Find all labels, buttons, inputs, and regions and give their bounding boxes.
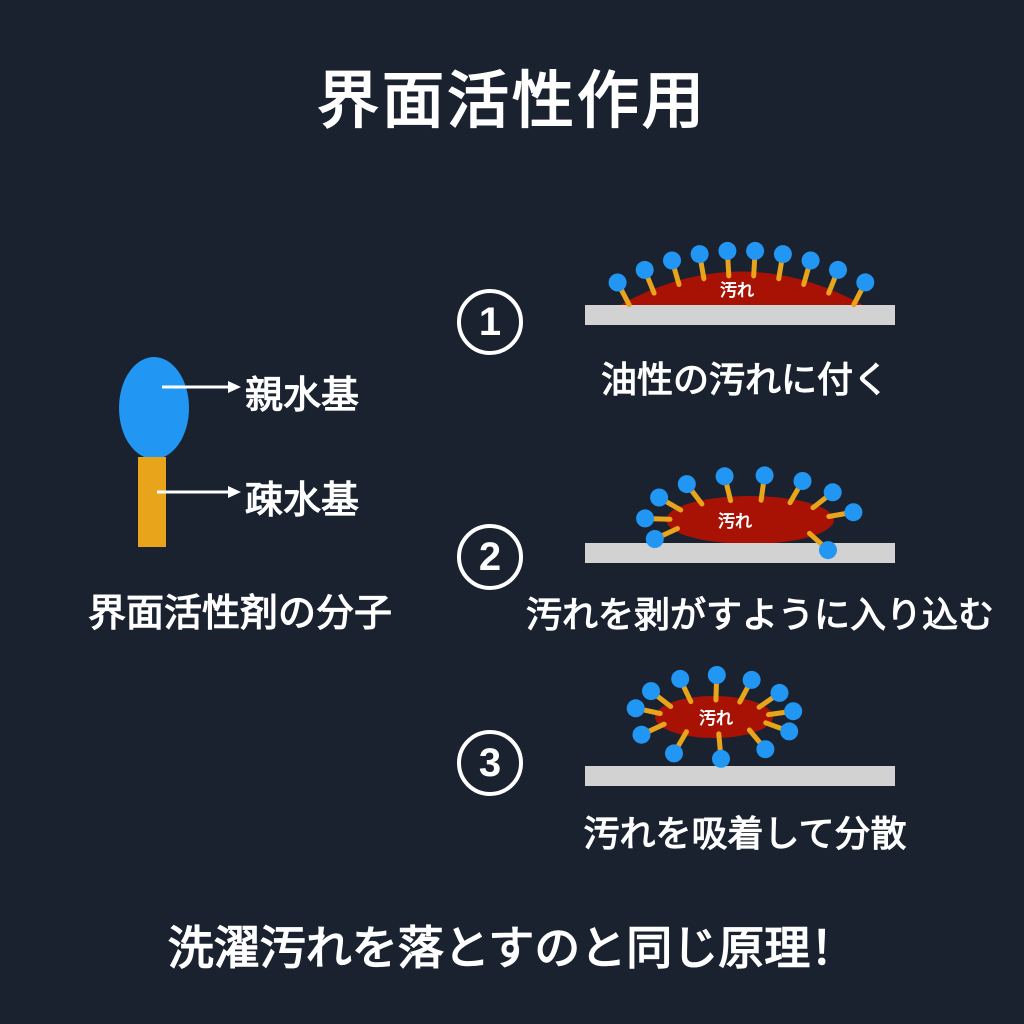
dirt-blob-shape: [666, 496, 834, 544]
step-1-number-badge: 1: [457, 289, 523, 355]
surfactant-tail: [723, 480, 734, 504]
surfactant-tail: [645, 721, 667, 735]
surfactant-head: [755, 466, 774, 485]
surfactant-tail: [807, 530, 826, 548]
step-3-caption: 汚れを吸着して分散: [583, 813, 907, 854]
surfactant-head: [770, 683, 789, 702]
surfactant-tail: [675, 729, 689, 750]
dirt-blob-shape: [655, 696, 773, 738]
surfactant-tail: [649, 516, 673, 522]
surfactant-tail: [618, 286, 632, 308]
step-1-caption: 油性の汚れに付く: [600, 359, 889, 400]
surfactant-head: [819, 541, 837, 560]
surfactant-tail: [698, 258, 707, 282]
surfactant-tail: [654, 693, 674, 709]
surfactant-head: [823, 483, 842, 502]
surfactant-tail: [763, 720, 786, 732]
surfactant-tail: [640, 707, 663, 716]
surfactant-tail: [688, 487, 705, 507]
hydrophilic-label: 親水基: [245, 375, 360, 417]
surfactant-head: [856, 273, 875, 292]
surfactant-tail: [776, 258, 785, 282]
surfactant-tail: [826, 510, 849, 519]
surfactant-tail: [766, 709, 789, 718]
surfactant-head: [844, 503, 863, 522]
page-title: 界面活性作用: [316, 67, 707, 136]
surfactant-head: [801, 251, 820, 270]
surfactant-tail: [751, 255, 758, 279]
surfactant-head: [718, 241, 737, 260]
surface-bar: [585, 305, 895, 325]
surfactant-molecule-figure: [119, 357, 241, 547]
surfactant-head: [756, 740, 775, 759]
surfactant-tail: [725, 255, 732, 279]
step-2-caption: 汚れを剥がすように入り込む: [525, 594, 994, 635]
surfactant-head: [780, 722, 799, 741]
surfactant-tail: [737, 683, 751, 705]
surfactant-head: [645, 530, 664, 548]
dirt-label: 汚れ: [699, 708, 733, 728]
surfactant-head: [671, 669, 690, 688]
surfactant-tail: [758, 479, 767, 503]
surfactant-tail: [826, 273, 838, 296]
surfactant-head: [829, 260, 847, 279]
dirt-dome-shape: [620, 271, 863, 305]
dirt-label: 汚れ: [718, 511, 752, 531]
step-1-figure: 汚れ: [585, 241, 895, 325]
hydrophobic-tail-shape: [138, 457, 166, 547]
step-2-number-badge: 2: [457, 524, 523, 590]
surface-bar: [585, 543, 895, 563]
hydrophilic-arrow-icon: [228, 381, 241, 393]
surfactant-tail: [746, 727, 764, 747]
hydrophilic-head-shape: [119, 357, 189, 459]
surfactant-head: [773, 245, 792, 264]
step-2-figure: 汚れ: [585, 466, 895, 563]
surfactant-tail: [662, 498, 684, 513]
surfactant-head: [690, 245, 709, 264]
surfactant-head: [784, 702, 803, 721]
surfactant-head: [663, 251, 681, 270]
molecule-caption: 界面活性剤の分子: [87, 593, 392, 635]
surfactant-tail: [756, 694, 777, 710]
surfactant-tail: [658, 526, 680, 539]
surfactant-tail: [810, 494, 830, 511]
surfactant-head: [635, 260, 654, 279]
surfactant-head: [642, 682, 660, 701]
surfactant-tail: [851, 286, 865, 308]
step-3-figure: 汚れ: [585, 666, 895, 786]
dirt-label: 汚れ: [720, 280, 754, 300]
surface-bar: [585, 766, 895, 786]
hydrophobic-label: 疎水基: [245, 480, 360, 522]
step-3-number-badge: 3: [457, 730, 523, 796]
hydrophobic-arrow-icon: [228, 486, 241, 498]
surfactant-head: [742, 670, 761, 689]
surfactant-head: [632, 725, 651, 744]
surfactant-tail: [787, 484, 802, 506]
surfactant-tail: [713, 679, 719, 703]
surfactant-tail: [716, 731, 723, 755]
surfactant-head: [626, 699, 645, 718]
surfactant-head: [636, 509, 655, 528]
surfactant-head: [677, 475, 696, 494]
surfactant-head: [746, 241, 765, 260]
surfactant-head: [712, 749, 730, 768]
surfactant-head: [665, 744, 683, 763]
surfactant-head: [650, 488, 669, 507]
surfactant-head: [793, 472, 812, 490]
surfactant-tail: [671, 264, 682, 287]
surfactant-head: [608, 273, 627, 292]
surfactant-tail: [680, 682, 694, 705]
surfactant-tail: [801, 264, 812, 287]
surfactant-head: [715, 467, 734, 486]
surfactant-tail: [644, 273, 657, 296]
surfactant-head: [707, 666, 726, 684]
footer-note: 洗濯汚れを落とすのと同じ原理！: [167, 922, 857, 974]
